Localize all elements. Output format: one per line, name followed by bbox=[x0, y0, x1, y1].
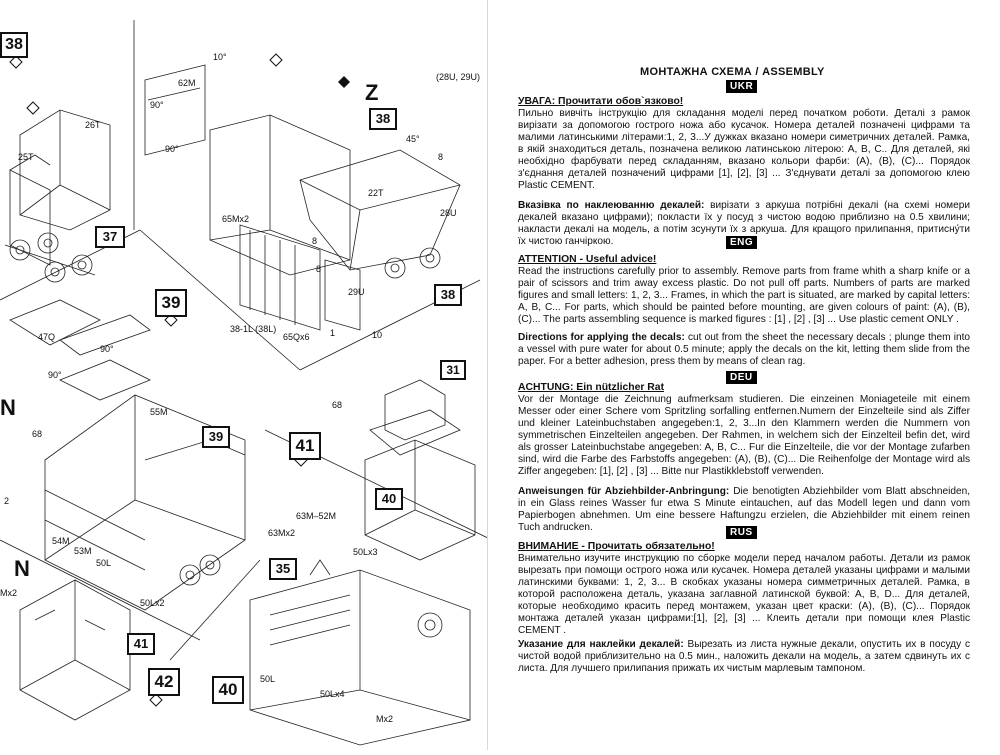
ukr-decal-body: вирізати з аркуша потрібні декалі (на сх… bbox=[518, 200, 970, 247]
label-50L: 50L bbox=[96, 558, 111, 568]
label-50Lx3: 50Lx3 bbox=[353, 547, 378, 557]
label-63M-52M: 63M–52M bbox=[296, 511, 336, 521]
rus-decal-heading: Указание для наклейки декалей: bbox=[518, 639, 684, 650]
label-65Mx2: 65Mx2 bbox=[222, 214, 249, 224]
label-8c: 8 bbox=[438, 152, 443, 162]
label-28U-29U: (28U, 29U) bbox=[436, 72, 480, 82]
label-68b: 68 bbox=[332, 400, 342, 410]
eng-body: Read the instructions carefully prior to… bbox=[518, 266, 970, 325]
label-N-2: N bbox=[14, 556, 30, 581]
step-41-part: 41 bbox=[127, 633, 155, 655]
deu-body: Vor der Montage die Zeichnung aufmerksam… bbox=[518, 394, 970, 477]
step-39-badge: 39 bbox=[155, 289, 187, 317]
step-41-badge: 41 bbox=[289, 432, 321, 460]
step-38-part-b: 38 bbox=[434, 284, 462, 306]
deu-decal-heading: Anweisungen für Abziehbilder-Anbringung: bbox=[518, 486, 730, 497]
label-50L-b: 50L bbox=[260, 674, 275, 684]
label-angle-90d: 90° bbox=[48, 370, 62, 380]
rus-decal-body: Вырезать из листа нужные декали, опустит… bbox=[518, 639, 971, 674]
ukr-heading: УВАГА: Прочитати обов`язково! bbox=[518, 96, 684, 107]
step-40-part: 40 bbox=[375, 488, 403, 510]
ukr-body: Пильно вивчіть інструкцію для складання … bbox=[518, 108, 970, 191]
eng-decal-heading: Directions for applying the decals: bbox=[518, 332, 685, 343]
label-63Mx2: 63Mx2 bbox=[268, 528, 295, 538]
section-eng: ATTENTION - Useful advice! Read the inst… bbox=[518, 254, 970, 368]
label-Mx2: Mx2 bbox=[0, 588, 17, 598]
lang-tag-rus: RUS bbox=[726, 526, 757, 539]
lang-tag-eng: ENG bbox=[726, 236, 758, 249]
label-54M: 54M bbox=[52, 536, 70, 546]
label-angle-45: 45° bbox=[406, 134, 420, 144]
eng-heading: ATTENTION - Useful advice! bbox=[518, 254, 657, 265]
section-deu: ACHTUNG: Ein nützlicher Rat Vor der Mont… bbox=[518, 382, 970, 534]
label-Mx2-b: Mx2 bbox=[376, 714, 393, 724]
label-68a: 68 bbox=[32, 429, 42, 439]
label-55M: 55M bbox=[150, 407, 168, 417]
step-38-part-a: 38 bbox=[369, 108, 397, 130]
label-28U: 28U bbox=[440, 208, 457, 218]
step-38-top-badge: 38 bbox=[0, 32, 28, 58]
deu-heading: ACHTUNG: Ein nützlicher Rat bbox=[518, 382, 665, 393]
ukr-decal-heading: Вказівка по наклеюванню декалей: bbox=[518, 200, 705, 211]
step-39-part: 39 bbox=[202, 426, 230, 448]
label-2: 2 bbox=[4, 496, 9, 506]
label-29U: 29U bbox=[348, 287, 365, 297]
rus-body: Внимательно изучите инструкцию по сборке… bbox=[518, 553, 970, 636]
page-divider bbox=[487, 0, 500, 750]
label-N-1: N bbox=[0, 395, 16, 420]
eng-decal-body: cut out from the sheet the necessary dec… bbox=[518, 332, 970, 367]
deu-decal-body: Die benotigten Abziehbilder vom Blatt ab… bbox=[518, 486, 971, 533]
assembly-drawing: 26T 25T 62M 10° 90° 90° Z (28U, 29U) 45°… bbox=[0, 20, 493, 746]
label-10: 10 bbox=[372, 330, 382, 340]
lang-tag-deu: DEU bbox=[726, 371, 757, 384]
instructions-panel: МОНТАЖНА СХЕМА / ASSEMBLY UKR УВАГА: Про… bbox=[512, 0, 1000, 750]
label-47Q: 47Q bbox=[38, 332, 55, 342]
step-35-part: 35 bbox=[269, 558, 297, 580]
lang-tag-ukr: UKR bbox=[726, 80, 758, 93]
label-65Qx6: 65Qx6 bbox=[283, 332, 310, 342]
label-angle-10: 10° bbox=[213, 52, 227, 62]
label-angle-90c: 90° bbox=[100, 344, 114, 354]
label-53M: 53M bbox=[74, 546, 92, 556]
step-37-badge: 37 bbox=[95, 226, 125, 248]
page-title: МОНТАЖНА СХЕМА / ASSEMBLY bbox=[640, 66, 825, 78]
assembly-diagram: 26T 25T 62M 10° 90° 90° Z (28U, 29U) 45°… bbox=[0, 0, 493, 750]
part-labels: 26T 25T 62M 10° 90° 90° Z (28U, 29U) 45°… bbox=[0, 52, 480, 724]
label-26T: 26T bbox=[85, 120, 101, 130]
label-25T: 25T bbox=[18, 152, 34, 162]
step-31-part: 31 bbox=[440, 360, 466, 380]
section-ukr: УВАГА: Прочитати обов`язково! Пильно вив… bbox=[518, 96, 970, 248]
label-22T: 22T bbox=[368, 188, 384, 198]
label-50Lx4: 50Lx4 bbox=[320, 689, 345, 699]
label-angle-90a: 90° bbox=[150, 100, 164, 110]
step-42-badge: 42 bbox=[148, 668, 180, 696]
label-angle-90b: 90° bbox=[165, 144, 179, 154]
step-40-badge: 40 bbox=[212, 676, 244, 704]
label-38-1L: 38-1L (38L) bbox=[230, 324, 276, 334]
section-rus: ВНИМАНИЕ - Прочитать обязательно! Внимат… bbox=[518, 541, 970, 675]
label-1: 1 bbox=[330, 328, 335, 338]
rus-heading: ВНИМАНИЕ - Прочитать обязательно! bbox=[518, 541, 715, 552]
label-8b: 8 bbox=[316, 264, 321, 274]
label-50Lx2: 50Lx2 bbox=[140, 598, 165, 608]
label-z: Z bbox=[365, 80, 378, 105]
label-62M: 62M bbox=[178, 78, 196, 88]
label-8a: 8 bbox=[312, 236, 317, 246]
